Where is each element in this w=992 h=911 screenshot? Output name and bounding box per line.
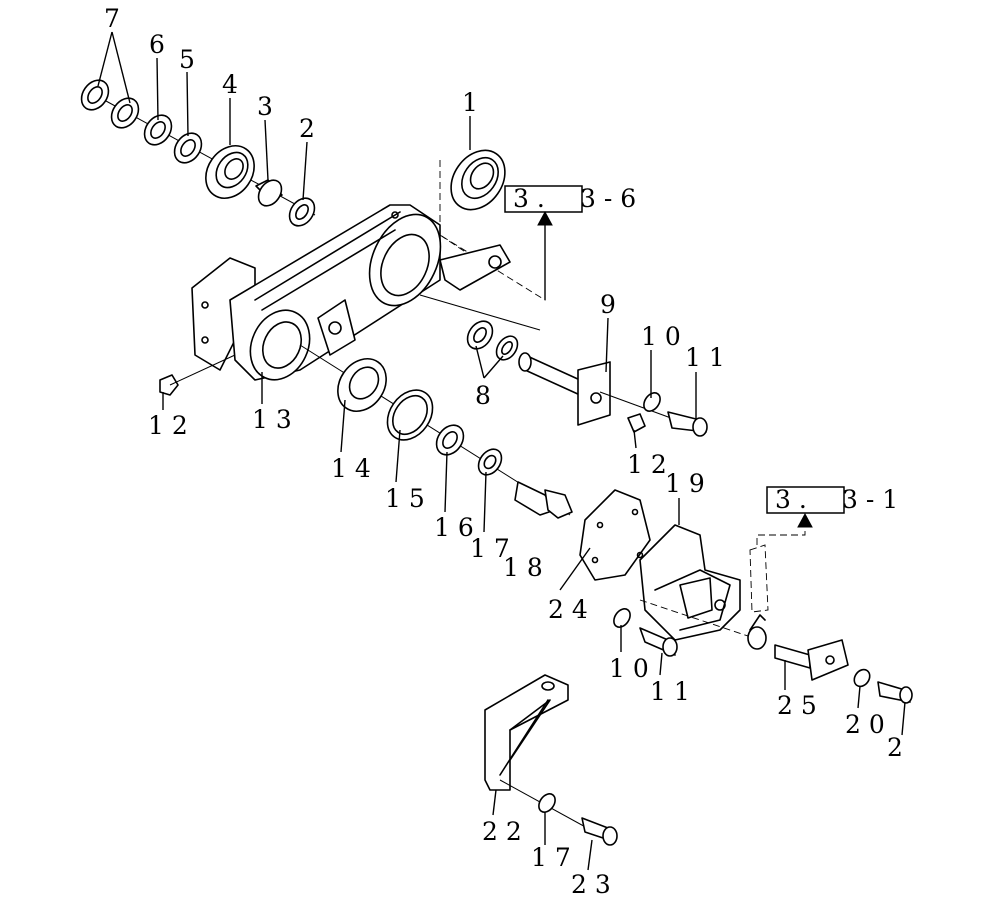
label-11-upper: 1 1: [685, 343, 725, 372]
label-13: 1 3: [252, 405, 292, 434]
lower-bracket: [484, 674, 618, 846]
label-3: 3: [257, 92, 273, 121]
label-24: 2 4: [548, 595, 588, 624]
label-1: 1: [462, 88, 478, 117]
label-18: 1 8: [503, 553, 543, 582]
label-20: 2 0: [845, 710, 885, 739]
label-22: 2 2: [482, 817, 522, 846]
label-16: 1 6: [434, 513, 474, 542]
pin-with-plate: [518, 352, 708, 437]
rod-end: [747, 515, 806, 650]
part-labels: 7 6 5 4 3 2 1 9 1 0 1 1 8 1 2 1 3 1 4 1 …: [104, 4, 903, 899]
label-6: 6: [149, 30, 165, 59]
left-shaft-parts: [80, 79, 316, 227]
label-8: 8: [475, 381, 491, 410]
label-17: 1 7: [470, 534, 510, 563]
bolt-lower-middle: [613, 608, 678, 657]
label-15: 1 5: [385, 484, 425, 513]
label-7: 7: [104, 4, 120, 33]
label-4: 4: [222, 70, 238, 99]
label-25: 2 5: [777, 691, 817, 720]
label-11-lower: 1 1: [650, 677, 690, 706]
label-2-lower: 2: [887, 733, 903, 762]
main-housing: [191, 204, 541, 381]
label-9: 9: [600, 290, 616, 319]
ref-box-upper-text: 3 .: [513, 184, 545, 213]
pin-25: [774, 639, 913, 704]
label-5: 5: [179, 45, 195, 74]
reference-box-lower: 3 . 3 - 1: [766, 485, 898, 528]
label-12-left: 1 2: [148, 411, 188, 440]
label-14: 1 4: [331, 454, 371, 483]
leader-lines: [97, 31, 906, 871]
label-10-upper: 1 0: [641, 322, 681, 351]
gasket-cover: [579, 489, 651, 581]
label-23: 2 3: [571, 870, 611, 899]
bracket-19: [639, 524, 761, 641]
ref-box-lower-text: 3 .: [775, 485, 807, 514]
ref-tail-lower-text: 3 - 1: [842, 485, 898, 514]
plug-left: [159, 354, 236, 396]
washers-8: [466, 320, 519, 361]
label-2: 2: [299, 114, 315, 143]
label-19: 1 9: [665, 469, 705, 498]
ref-tail-upper-text: 3 - 6: [580, 184, 636, 213]
middle-shaft-parts: [299, 344, 573, 519]
label-12-right: 1 2: [627, 450, 667, 479]
label-17-lower: 1 7: [531, 843, 571, 872]
label-10-lower: 1 0: [609, 654, 649, 683]
reference-box-upper: 3 . 3 - 6: [504, 184, 636, 226]
